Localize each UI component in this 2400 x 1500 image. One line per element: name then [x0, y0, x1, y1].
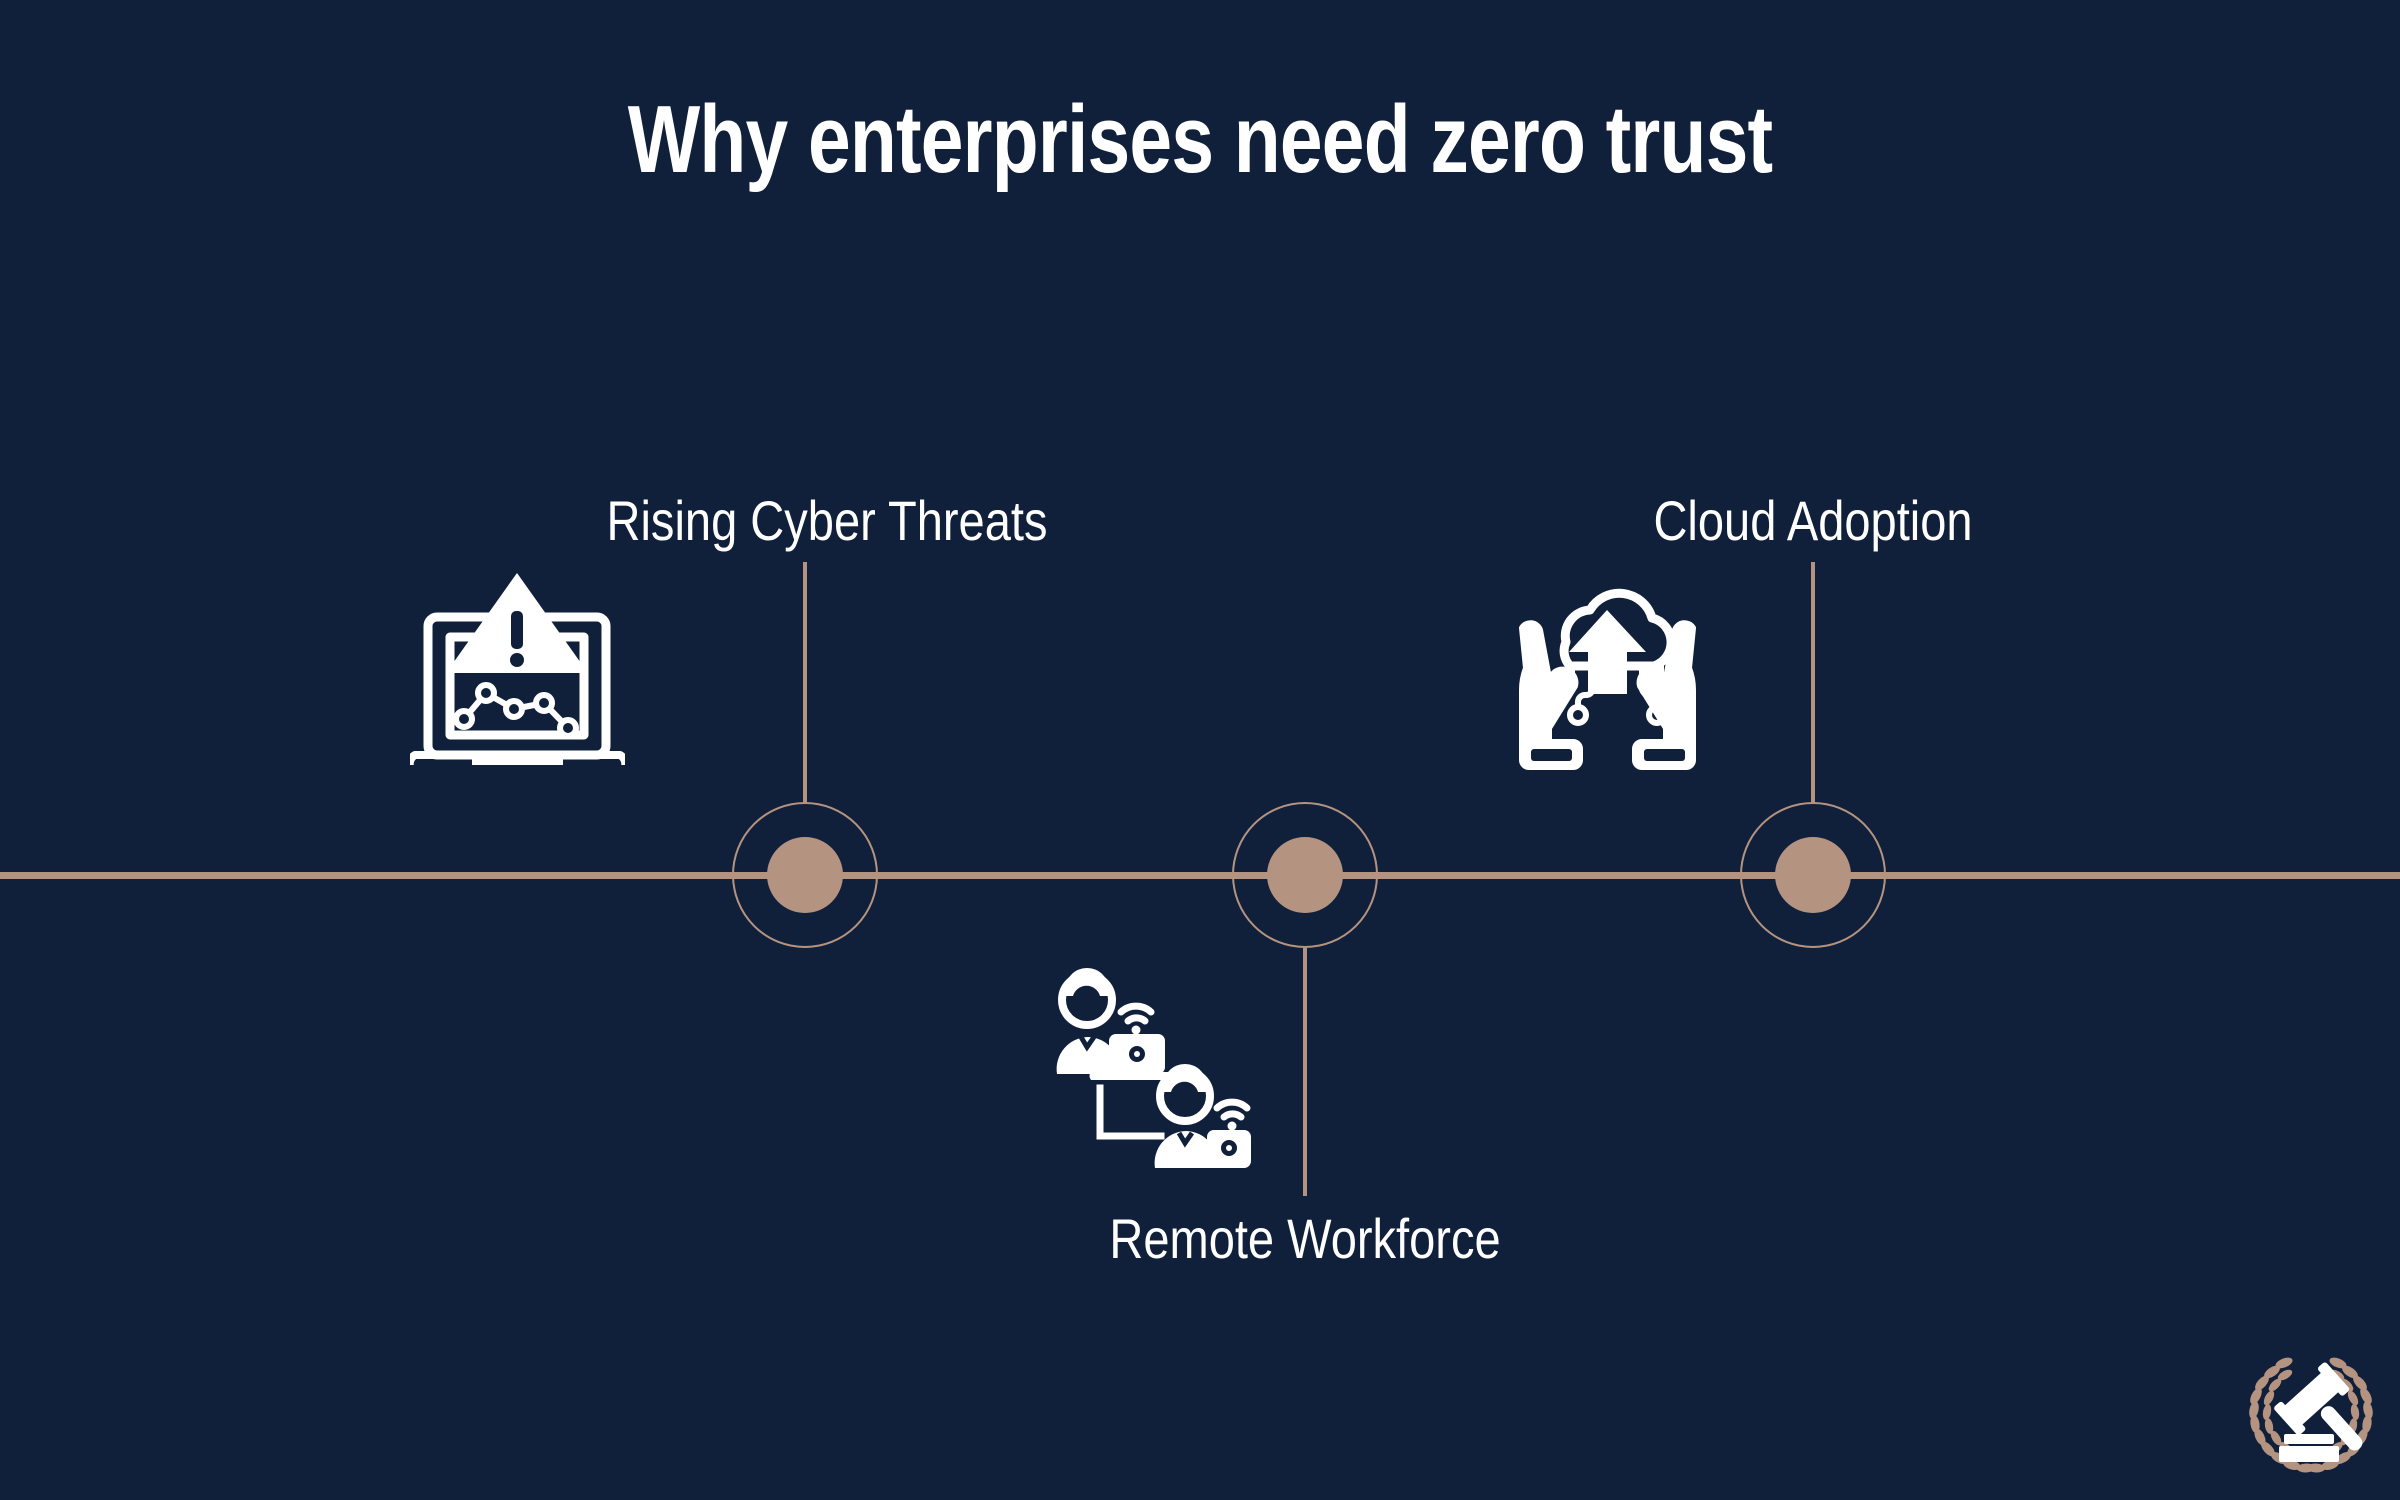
timeline-stem-2	[1303, 948, 1307, 1196]
timeline-label-3: Cloud Adoption	[1653, 489, 1973, 552]
page-title: Why enterprises need zero trust	[627, 86, 1773, 193]
timeline-node-2[interactable]	[1232, 802, 1378, 948]
timeline-node-core-1	[767, 837, 843, 913]
timeline-stem-1	[803, 562, 807, 804]
timeline-label-2: Remote Workforce	[1109, 1207, 1501, 1270]
timeline-node-1[interactable]	[732, 802, 878, 948]
timeline-axis	[0, 872, 2400, 879]
remote-workers-wifi-icon	[1045, 968, 1255, 1168]
timeline-node-3[interactable]	[1740, 802, 1886, 948]
laptop-warning-chart-icon	[410, 565, 625, 765]
timeline-node-core-2	[1267, 837, 1343, 913]
gavel-laurel-wreath-logo	[2236, 1336, 2386, 1486]
hands-cloud-upload-icon	[1500, 570, 1715, 775]
timeline-label-1: Rising Cyber Threats	[606, 489, 1048, 552]
timeline-stem-3	[1811, 562, 1815, 804]
timeline-node-core-3	[1775, 837, 1851, 913]
